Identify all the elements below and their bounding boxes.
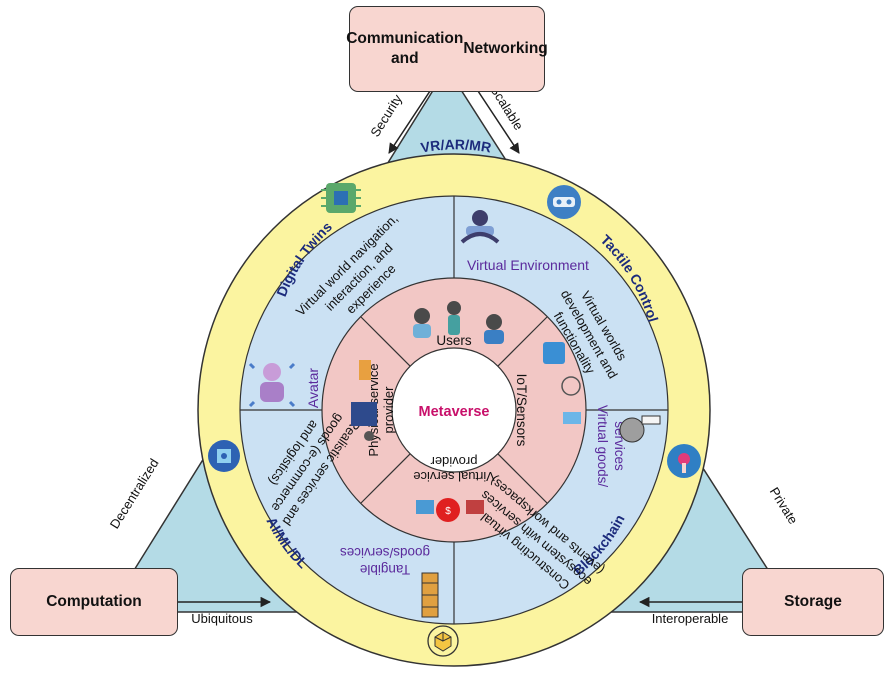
users-icon [413,301,504,344]
iot-icon [543,342,581,424]
label-virtual-environment: Virtual Environment [467,257,589,273]
vr-user-icon [460,210,500,244]
avatar-icon [248,362,296,408]
label-users: Users [436,333,472,348]
blockchain-cube-icon [427,625,459,657]
tower-icon [421,572,439,618]
edge-label-ubiquitous: Ubiquitous [191,611,253,626]
label-virtual-provider: Virtual service provider [413,454,494,484]
svg-text:goods/services: goods/services [340,545,430,560]
center-circle [391,347,517,473]
arrow-comm-right [475,87,520,154]
robot-hand-icon [619,415,661,443]
edge-label-decentralized: Decentralized [107,456,162,531]
label-tangible: Tangible goods/services [340,545,430,577]
edge-label-security: Security [367,91,405,139]
edge-label-interoperable: Interoperable [652,611,729,626]
node-storage: Storage [742,568,884,636]
label-avatar: Avatar [305,368,321,409]
label-iot: IoT/Sensors [514,374,529,447]
ai-brain-icon [208,440,240,472]
vr-headset-icon [547,185,581,219]
svg-text:provider: provider [381,386,396,434]
svg-text:Virtual service: Virtual service [413,469,494,484]
node-computation: Computation [10,568,178,636]
virtual-provider-icon: $ [416,498,484,522]
center-label: Metaverse [419,404,490,420]
svg-text:Tangible: Tangible [360,562,410,577]
touch-icon [667,444,701,478]
dollar-symbol: $ [445,506,451,517]
ring-label-vr: VR/AR/MR [419,136,492,155]
svg-text:provider: provider [430,454,478,469]
edge-label-private: Private [767,484,801,526]
arrow-comm-left [388,87,433,154]
chip-icon [321,183,361,213]
robot-arm-icon [351,360,377,441]
svg-text:Virtual goods/: Virtual goods/ [595,405,610,488]
